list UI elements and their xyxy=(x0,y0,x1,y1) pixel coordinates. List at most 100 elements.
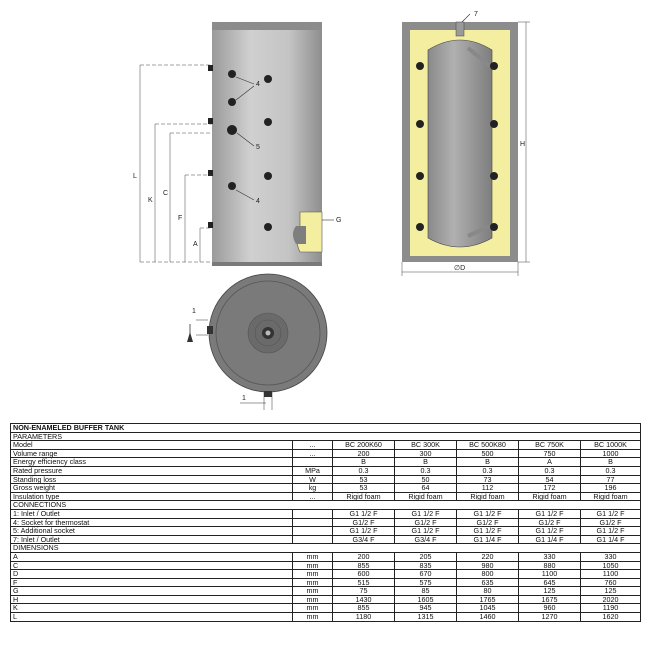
side-nozzle xyxy=(208,118,213,124)
cell-value: 0.3 xyxy=(456,465,519,476)
top-view-ring xyxy=(254,319,282,347)
row-label: Standing loss xyxy=(10,474,293,485)
row-label: Insulation type xyxy=(10,491,293,502)
cell-value: G1 1/4 F xyxy=(518,534,581,545)
row-label: L xyxy=(10,612,293,622)
cell-value: 73 xyxy=(456,474,519,485)
cell-value: G1 1/4 F xyxy=(456,534,519,545)
cell-value: 1675 xyxy=(518,594,581,605)
socket-icon xyxy=(490,172,498,180)
cell-value: BC 200K60 xyxy=(332,440,395,450)
cell-value: G1 1/2 F xyxy=(456,526,519,536)
tank-cover xyxy=(212,22,322,30)
cell-value: Rigid foam xyxy=(332,491,395,502)
cell-value: 500 xyxy=(456,448,519,459)
cell-value: 172 xyxy=(518,483,581,493)
cell-value: 645 xyxy=(518,577,581,588)
cell-value: 1460 xyxy=(456,612,519,622)
cell-value: 600 xyxy=(332,569,395,579)
row-label: F xyxy=(10,577,293,588)
cell-value: 1430 xyxy=(332,594,395,605)
cell-value: 1765 xyxy=(456,594,519,605)
row-label: Model xyxy=(10,440,293,450)
cell-value: 980 xyxy=(456,560,519,571)
socket-icon xyxy=(416,62,424,70)
side-nozzle xyxy=(208,65,213,71)
cell-value: 50 xyxy=(394,474,457,485)
cell-value: G1 1/2 F xyxy=(394,508,457,519)
cell-value: 80 xyxy=(456,586,519,596)
dimension-label-a: A xyxy=(193,241,198,248)
cell-value: G1 1/2 F xyxy=(580,526,641,536)
cell-value: 800 xyxy=(456,569,519,579)
row-unit xyxy=(292,457,333,467)
row-unit xyxy=(292,508,333,519)
row-label: 5: Additional socket xyxy=(10,526,293,536)
socket-icon xyxy=(227,125,237,135)
cell-value: 112 xyxy=(456,483,519,493)
cell-value: 945 xyxy=(394,603,457,614)
top-view: 1 1 xyxy=(187,273,328,410)
cell-value: 1315 xyxy=(394,612,457,622)
row-label: A xyxy=(10,551,293,562)
side-nozzle xyxy=(264,391,272,397)
cell-value: 0.3 xyxy=(332,465,395,476)
cell-value: 670 xyxy=(394,569,457,579)
row-unit: kg xyxy=(292,483,333,493)
dimension-label-d: ∅D xyxy=(454,265,465,272)
callout-inlet-outlet-side: 1 xyxy=(192,308,196,315)
cell-value: 1620 xyxy=(580,612,641,622)
row-unit xyxy=(292,517,333,528)
technical-drawing: 4 5 4 G L K C F A 7 xyxy=(133,11,530,410)
cell-value: B xyxy=(580,457,641,467)
cell-value: G1 1/2 F xyxy=(580,508,641,519)
cell-value: Rigid foam xyxy=(456,491,519,502)
cell-value: G1/2 F xyxy=(580,517,641,528)
callout-inlet-outlet-bottom: 1 xyxy=(242,395,246,402)
cell-value: 330 xyxy=(518,551,581,562)
dimension-label-c: C xyxy=(163,190,168,197)
cell-value: 77 xyxy=(580,474,641,485)
cell-value: G1 1/2 F xyxy=(394,526,457,536)
cell-value: 2020 xyxy=(580,594,641,605)
cell-value: 515 xyxy=(332,577,395,588)
socket-icon xyxy=(228,98,236,106)
cell-value: G1 1/2 F xyxy=(332,508,395,519)
row-label: 1: Inlet / Outlet xyxy=(10,508,293,519)
cell-value: 1190 xyxy=(580,603,641,614)
cell-value: G1 1/2 F xyxy=(518,526,581,536)
top-view-rim xyxy=(215,280,321,386)
socket-icon xyxy=(490,223,498,231)
cell-value: 196 xyxy=(580,483,641,493)
cell-value: B xyxy=(456,457,519,467)
row-unit: mm xyxy=(292,586,333,596)
cell-value: 0.3 xyxy=(580,465,641,476)
socket-icons xyxy=(208,65,272,231)
row-label: Energy efficiency class xyxy=(10,457,293,467)
cell-value: 75 xyxy=(332,586,395,596)
cell-value: G3/4 F xyxy=(332,534,395,545)
callout-additional-socket: 5 xyxy=(256,144,260,151)
section-header: PARAMETERS xyxy=(10,431,641,442)
row-unit: mm xyxy=(292,551,333,562)
cell-value: G1/2 F xyxy=(518,517,581,528)
cell-value: 1270 xyxy=(518,612,581,622)
socket-icon xyxy=(228,70,236,78)
cell-value: 200 xyxy=(332,551,395,562)
cell-value: 880 xyxy=(518,560,581,571)
cell-value: 54 xyxy=(518,474,581,485)
table-title: NON-ENAMELED BUFFER TANK xyxy=(10,423,641,433)
front-view: 4 5 4 G L K C F A xyxy=(133,22,341,266)
cell-value: 330 xyxy=(580,551,641,562)
row-unit: mm xyxy=(292,594,333,605)
cell-value: 835 xyxy=(394,560,457,571)
section-header: CONNECTIONS xyxy=(10,500,641,510)
